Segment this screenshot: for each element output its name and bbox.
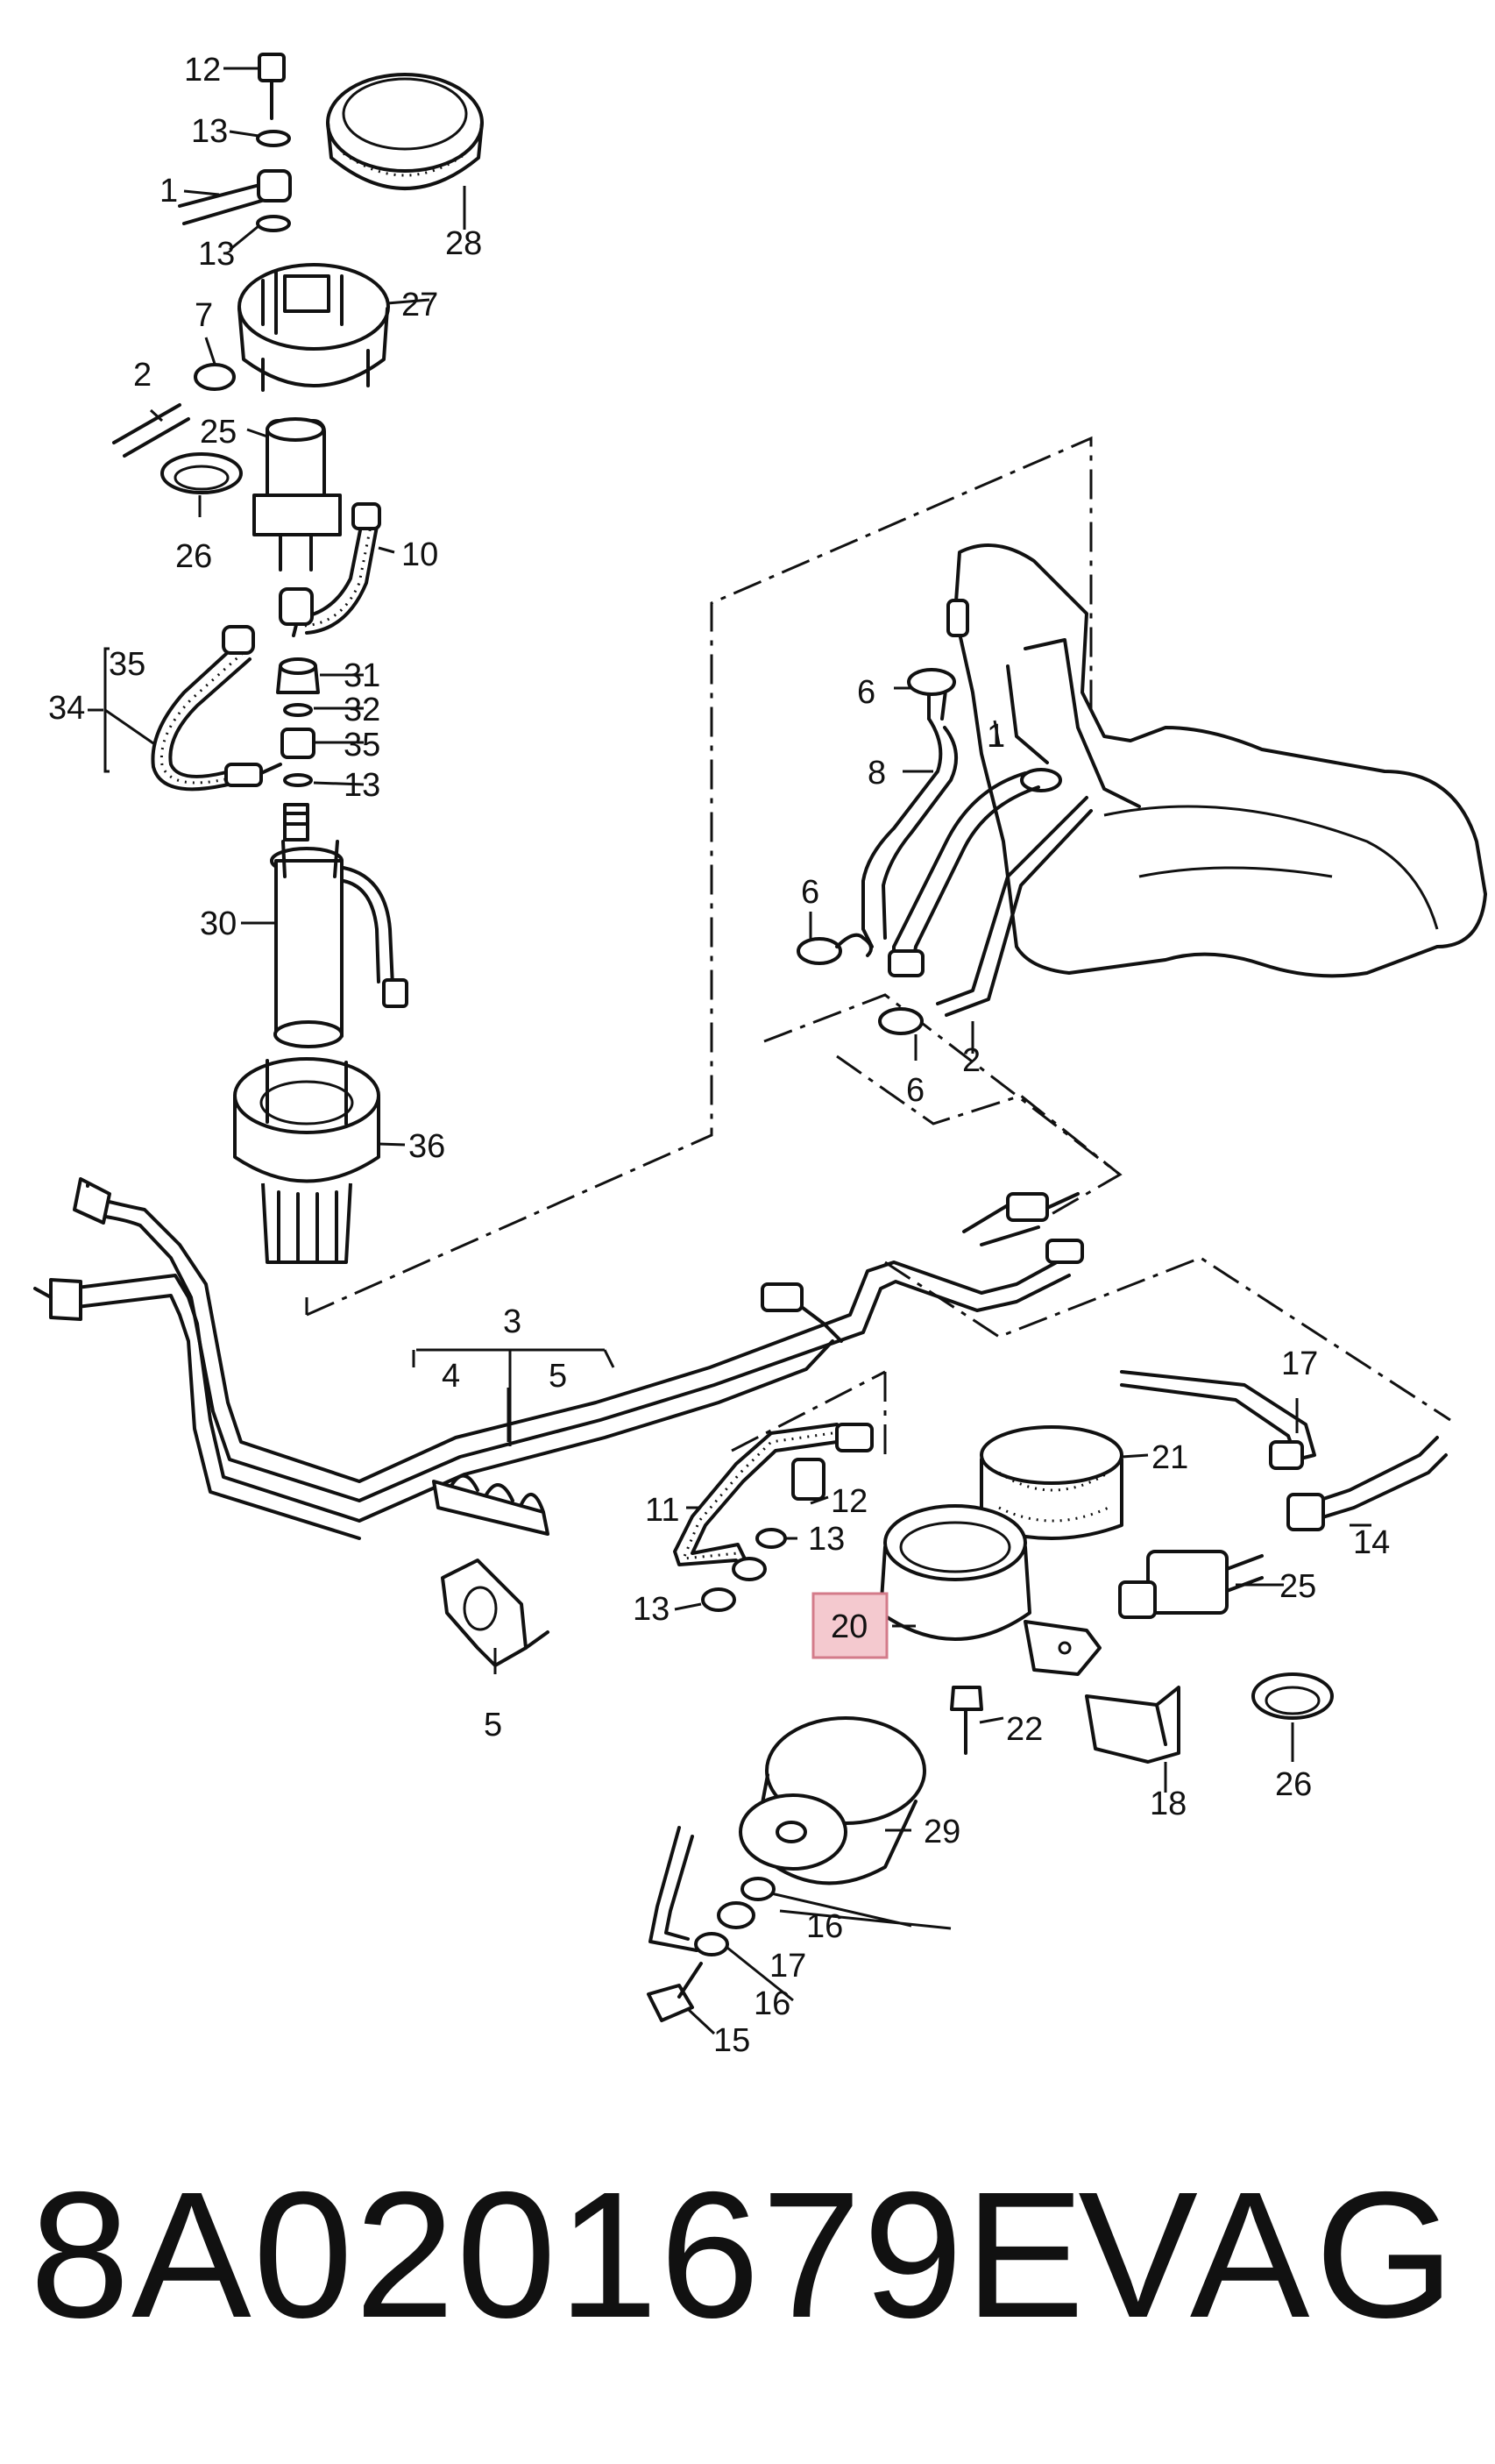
highlight-box-20 — [811, 1592, 889, 1659]
label-3: 3 — [503, 1303, 521, 1340]
label-22: 22 — [1006, 1711, 1043, 1748]
label-31: 31 — [344, 657, 380, 694]
leader-lines — [88, 67, 1371, 2035]
label-26: 26 — [1275, 1766, 1312, 1803]
fuel-lines — [33, 1177, 1084, 1540]
brand-name: VAG — [1078, 2155, 1460, 2355]
label-6: 6 — [857, 674, 875, 711]
line-clips — [432, 1473, 549, 1667]
fuel-filter-assembly — [647, 1370, 1448, 2022]
label-30: 30 — [200, 905, 237, 942]
label-1: 1 — [159, 173, 178, 209]
label-29: 29 — [924, 1814, 960, 1850]
label-34: 34 — [48, 690, 85, 727]
fuel-tank — [946, 543, 1487, 978]
label-13: 13 — [633, 1591, 670, 1628]
label-12: 12 — [831, 1483, 868, 1520]
label-36: 36 — [408, 1128, 445, 1165]
label-26: 26 — [175, 538, 212, 575]
label-10: 10 — [401, 536, 438, 573]
label-1: 1 — [987, 718, 1005, 755]
label-20: 20 — [831, 1608, 868, 1645]
label-4: 4 — [442, 1358, 460, 1395]
label-25: 25 — [200, 414, 237, 451]
label-12: 12 — [184, 52, 221, 89]
label-16: 16 — [806, 1908, 843, 1945]
label-15: 15 — [713, 2022, 750, 2059]
fuel-sender-assembly — [112, 53, 484, 1264]
label-35: 35 — [344, 727, 380, 763]
part-labels: 12 13 1 13 28 27 7 2 25 26 10 35 34 31 3… — [48, 52, 1390, 2059]
filter-hose-assembly — [673, 1423, 839, 1612]
label-17: 17 — [769, 1948, 806, 1985]
label-35: 35 — [109, 646, 145, 683]
label-6: 6 — [801, 874, 819, 911]
label-13: 13 — [344, 767, 380, 804]
label-28: 28 — [445, 225, 482, 262]
label-2: 2 — [962, 1042, 981, 1079]
label-25: 25 — [1279, 1568, 1316, 1605]
label-5: 5 — [549, 1358, 567, 1395]
label-27: 27 — [401, 287, 438, 323]
label-6: 6 — [906, 1072, 925, 1109]
label-32: 32 — [344, 692, 380, 728]
label-14: 14 — [1353, 1524, 1390, 1561]
label-13: 13 — [808, 1521, 845, 1558]
label-13: 13 — [191, 113, 228, 150]
tank-hoses — [797, 668, 1093, 1035]
part-number: 8A0201679E — [30, 2155, 1087, 2355]
label-5: 5 — [484, 1707, 502, 1743]
label-11: 11 — [645, 1492, 679, 1529]
label-17: 17 — [1281, 1346, 1318, 1382]
label-2: 2 — [133, 357, 152, 394]
label-16: 16 — [754, 1985, 790, 2022]
label-13: 13 — [198, 236, 235, 273]
label-21: 21 — [1151, 1439, 1188, 1476]
label-7: 7 — [195, 297, 213, 334]
label-18: 18 — [1150, 1786, 1187, 1822]
label-8: 8 — [868, 755, 886, 792]
parts-diagram: 12 13 1 13 28 27 7 2 25 26 10 35 34 31 3… — [33, 52, 1487, 2059]
